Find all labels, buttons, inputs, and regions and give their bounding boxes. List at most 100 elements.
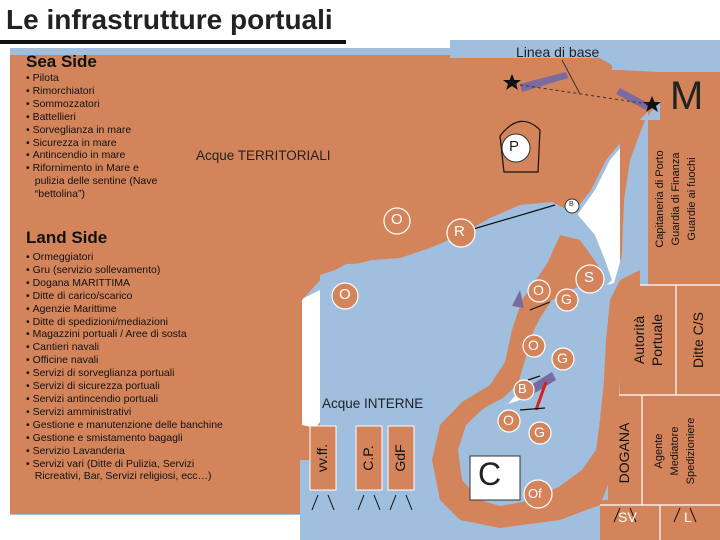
letter-o: O — [533, 282, 544, 298]
label-capitaneria: Capitaneria di Porto — [654, 150, 666, 248]
circle-marker — [564, 198, 580, 214]
list-item: Dogana MARITTIMA — [26, 277, 223, 290]
col-cp — [355, 425, 383, 491]
ship-harbour-1 — [512, 290, 524, 308]
sea-side-heading: Sea Side — [26, 52, 97, 71]
list-item: “bettolina”) — [34, 188, 85, 201]
star-icon — [503, 74, 521, 90]
list-item: Antincendio in mare — [26, 149, 157, 162]
label-vvff: vv.ff. — [314, 443, 330, 473]
letter-g: G — [534, 424, 545, 440]
letter-of: Of — [528, 486, 542, 501]
circle-marker — [513, 379, 535, 401]
letter-g: G — [561, 291, 572, 307]
list-item: Pilota — [26, 72, 157, 85]
m-box-bg — [660, 72, 720, 120]
letter-p: P — [509, 138, 520, 155]
internal-waters-label: Acque INTERNE — [322, 396, 424, 411]
circle-marker — [523, 479, 553, 509]
label-autorita: Autorità — [631, 315, 647, 365]
col-legs — [613, 507, 697, 523]
list-item: Ditte di spedizioni/mediazioni — [26, 316, 223, 329]
circle-marker — [497, 409, 521, 433]
letter-b: B — [518, 381, 527, 396]
star-icon — [643, 96, 661, 112]
letter-sv: SV — [618, 509, 637, 525]
label-spedizioniere: Spedizioniere — [685, 417, 697, 485]
pier-line — [527, 375, 541, 381]
letter-l: L — [684, 509, 692, 525]
list-item: Battellieri — [26, 111, 157, 124]
list-item: Sommozzatori — [26, 98, 157, 111]
list-item: Gestione e smistamento bagagli — [26, 432, 223, 445]
letter-b-small: B — [569, 201, 574, 208]
letter-s: S — [584, 269, 595, 286]
col-vvff — [309, 425, 337, 491]
letter-o: O — [339, 286, 351, 303]
list-item: Officine navali — [26, 354, 223, 367]
circle-marker — [383, 207, 411, 235]
circle-marker — [575, 264, 605, 294]
label-agente: Agente — [653, 433, 665, 469]
list-item: Servizi amministrativi — [26, 406, 223, 419]
label-guardie-fuochi: Guardie ai fuochi — [686, 157, 698, 241]
sea-side-list: Pilota Rimorchiatori Sommozzatori Battel… — [26, 72, 158, 201]
list-item: Servizio Lavanderia — [26, 445, 223, 458]
territorial-waters-label: Acque TERRITORIALI — [196, 148, 331, 163]
list-item: Ormeggiatori — [26, 251, 223, 264]
label-portuale: Portuale — [649, 313, 665, 367]
c-box — [469, 455, 521, 501]
letter-o: O — [528, 337, 539, 353]
circle-marker — [446, 218, 476, 248]
letter-m: M — [670, 74, 704, 118]
col-agente-bg — [642, 395, 720, 505]
col-ditte-bg — [676, 285, 720, 395]
list-item: Sicurezza in mare — [26, 137, 157, 150]
circle-marker — [527, 279, 551, 303]
letter-r: R — [454, 223, 465, 240]
list-item: Rifornimento in Mare e — [26, 162, 157, 175]
label-dogana: DOGANA — [616, 422, 632, 484]
baseline-label: Linea di base — [516, 44, 600, 60]
list-item: Magazzini portuali / Aree di sosta — [26, 328, 223, 341]
pier-line — [529, 301, 551, 311]
letter-c: C — [478, 456, 502, 492]
boat-shape — [499, 120, 541, 173]
title-underline — [0, 40, 346, 44]
list-item: Gestione e manutenzione delle banchine — [26, 419, 223, 432]
list-item: Ditte di carico/scarico — [26, 290, 223, 303]
circle-marker — [501, 133, 531, 163]
label-cp: C.P. — [360, 445, 376, 471]
list-item: Ricreativi, Bar, Servizi religiosi, ecc…… — [34, 470, 212, 483]
list-item: Gru (servizio sollevamento) — [26, 264, 223, 277]
label-gdf: GdF — [392, 444, 408, 472]
list-item: Servizi di sorveglianza portuali — [26, 367, 223, 380]
label-ditte-cs: Ditte C/S — [690, 312, 706, 369]
baseline-pointer — [561, 59, 581, 95]
baseline-line — [513, 83, 649, 105]
list-item: Cantieri navali — [26, 341, 223, 354]
land-side-heading: Land Side — [26, 228, 108, 247]
pier-line — [469, 204, 556, 231]
ship-top-right — [616, 88, 650, 110]
col-legs — [311, 494, 413, 511]
circle-marker — [555, 288, 579, 312]
col-gdf — [387, 425, 415, 491]
col1-bg — [648, 120, 720, 285]
page-title: Le infrastrutture portuali — [6, 4, 333, 35]
label-guardia-finanza: Guardia di Finanza — [670, 152, 682, 246]
letter-g: G — [557, 350, 568, 366]
letter-o: O — [503, 412, 514, 428]
list-item: Servizi di sicurezza portuali — [26, 380, 223, 393]
land-side-list: Ormeggiatori Gru (servizio sollevamento)… — [26, 251, 223, 483]
list-item: Sorveglianza in mare — [26, 124, 157, 137]
list-item: Servizi vari (Ditte di Pulizia, Servizi — [26, 458, 223, 471]
label-mediatore: Mediatore — [669, 426, 681, 476]
circle-marker — [528, 421, 552, 445]
letter-o: O — [391, 211, 403, 228]
red-marker — [534, 381, 548, 411]
pier-line — [519, 407, 546, 411]
list-item: Servizi antincendio portuali — [26, 393, 223, 406]
circle-marker — [522, 334, 546, 358]
